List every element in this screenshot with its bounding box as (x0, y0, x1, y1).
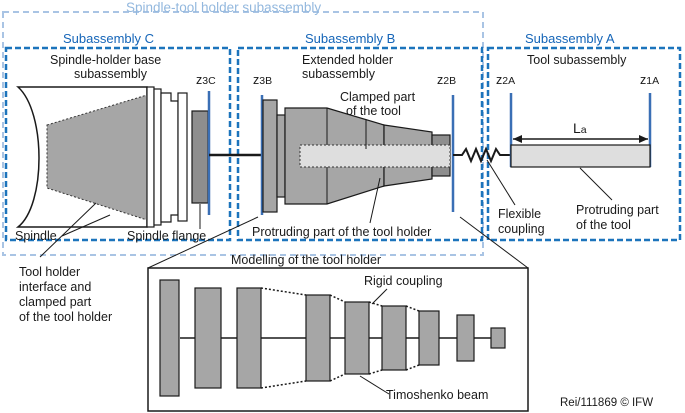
spindle-ring-1 (146, 86, 155, 228)
holder-neck (276, 114, 286, 198)
spindle-flange (191, 110, 209, 204)
modelling-title: Modelling of the tool holder (231, 253, 381, 267)
beam-element (490, 327, 506, 349)
flexible-coupling-spring (453, 146, 512, 164)
protruding-tool-label-line1: Protruding part (576, 203, 659, 217)
rigid-coupling-links (260, 287, 420, 389)
subassembly-c-title-line2: subassembly (74, 67, 148, 81)
subassembly-b-title-line2: subassembly (302, 67, 376, 81)
flexible-coupling-leader (486, 159, 516, 206)
clamped-part-label-line1: Clamped part (340, 90, 416, 104)
interface-label-line2: interface and (19, 280, 91, 294)
spindle-leader (61, 214, 111, 237)
subassembly-c-header: Subassembly C (63, 31, 154, 46)
modelling-projection-right (459, 216, 529, 269)
beam-element (418, 310, 440, 366)
outer-subassembly-title: Spindle-tool holder subassembly (126, 0, 321, 15)
protruding-holder-leader (369, 177, 381, 224)
subassembly-a-box (486, 46, 682, 242)
subassembly-b-box (236, 46, 484, 242)
z3b-label: z3B (253, 73, 272, 87)
beam-element (344, 301, 370, 375)
beam-model (159, 279, 506, 397)
clamped-part-label-line2: of the tool (346, 104, 401, 118)
z2b-label: z2B (437, 73, 456, 87)
interface-leader (39, 202, 97, 258)
protruding-tool-label-line2: of the tool (576, 218, 631, 232)
spindle-flange-label: Spindle flange (127, 229, 206, 243)
spindle-ring-3 (177, 92, 188, 222)
subassembly-a-title: Tool subassembly (527, 53, 627, 67)
protruding-holder-label: Protruding part of the tool holder (252, 225, 431, 239)
interface-label-line3: clamped part (19, 295, 92, 309)
subassembly-a-header: Subassembly A (525, 31, 615, 46)
rigid-coupling-leader (371, 288, 388, 305)
beam-element (381, 305, 407, 371)
protruding-tool-leader (579, 167, 613, 201)
subassembly-b-title-line1: Extended holder (302, 53, 393, 67)
flexible-coupling-label-line2: coupling (498, 222, 545, 236)
z3c-label: z3C (196, 73, 216, 87)
timoshenko-beam-label: Timoshenko beam (386, 388, 488, 402)
spindle-collar (160, 92, 179, 223)
subassembly-b-header: Subassembly B (305, 31, 395, 46)
timoshenko-leader (359, 375, 390, 395)
beam-element (159, 279, 180, 397)
interface-label-line4: of the tool holder (19, 310, 112, 324)
spindle-ring-2 (153, 88, 162, 226)
z1a-label: z1A (640, 73, 659, 87)
z2a-label: z2A (496, 73, 515, 87)
beam-element (194, 287, 222, 389)
subassembly-c-box (4, 46, 232, 242)
subassembly-c-title-line1: Spindle-holder base (50, 53, 161, 67)
flexible-coupling-label-line1: Flexible (498, 207, 541, 221)
beam-element (236, 287, 262, 389)
spindle-label: Spindle (15, 229, 57, 243)
rigid-coupling-label: Rigid coupling (364, 274, 443, 288)
length-label: La (573, 120, 587, 136)
clamped-tool-part (299, 144, 451, 168)
beam-element (305, 294, 331, 382)
holder-flange-disc (262, 99, 278, 213)
credit-label: Rei/111869 © IFW (560, 397, 653, 409)
modelling-projection-left (147, 216, 259, 269)
beam-element (456, 314, 475, 362)
interface-label-line1: Tool holder (19, 265, 80, 279)
protruding-tool-part (510, 144, 651, 168)
